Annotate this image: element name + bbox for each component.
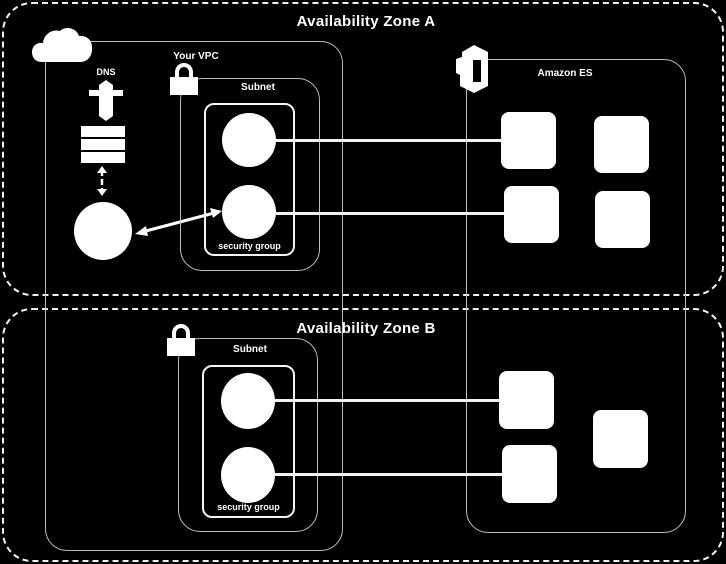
security-group-b xyxy=(202,365,295,518)
es-node-a2 xyxy=(594,116,649,173)
es-node-a3 xyxy=(504,186,559,243)
eni-a1 xyxy=(222,113,276,167)
es-node-b3 xyxy=(502,445,557,503)
availability-zone-a xyxy=(2,2,724,296)
availability-zone-b xyxy=(2,308,724,562)
dns-signpost-icon xyxy=(89,80,123,121)
lock-icon xyxy=(170,63,198,95)
cloud-icon xyxy=(32,28,93,63)
connection-b2 xyxy=(275,473,503,476)
region-box xyxy=(45,41,343,551)
es-node-b1 xyxy=(499,371,554,429)
server-stack-icon xyxy=(81,126,125,163)
amazon-es-icon xyxy=(456,45,488,93)
eni-a2 xyxy=(222,185,276,239)
zone-a-title: Availability Zone A xyxy=(296,13,436,30)
client-node xyxy=(74,202,132,260)
eni-b1 xyxy=(221,373,275,429)
es-node-a1 xyxy=(501,112,556,169)
eni-b2 xyxy=(221,447,275,503)
security-group-b-label: security group xyxy=(217,502,280,512)
vpc-box-zone-a xyxy=(180,78,320,271)
subnet-a-label: Subnet xyxy=(241,82,275,93)
security-group-a-label: security group xyxy=(218,241,281,251)
es-node-b2 xyxy=(593,410,648,468)
connection-b1 xyxy=(275,399,500,402)
amazon-es-box xyxy=(466,59,686,533)
subnet-b-box xyxy=(178,338,318,532)
vpc-label: Your VPC xyxy=(173,51,219,62)
connection-a2 xyxy=(276,212,505,215)
subnet-b-label: Subnet xyxy=(233,344,267,355)
dns-arrow-icon xyxy=(97,166,107,196)
security-group-a xyxy=(204,103,295,256)
zone-b-title: Availability Zone B xyxy=(296,320,436,337)
dns-label: DNS xyxy=(96,67,116,77)
lock-icon xyxy=(167,324,195,356)
connection-a1 xyxy=(276,139,502,142)
es-node-a4 xyxy=(595,191,650,248)
amazon-es-label: Amazon ES xyxy=(537,68,593,79)
